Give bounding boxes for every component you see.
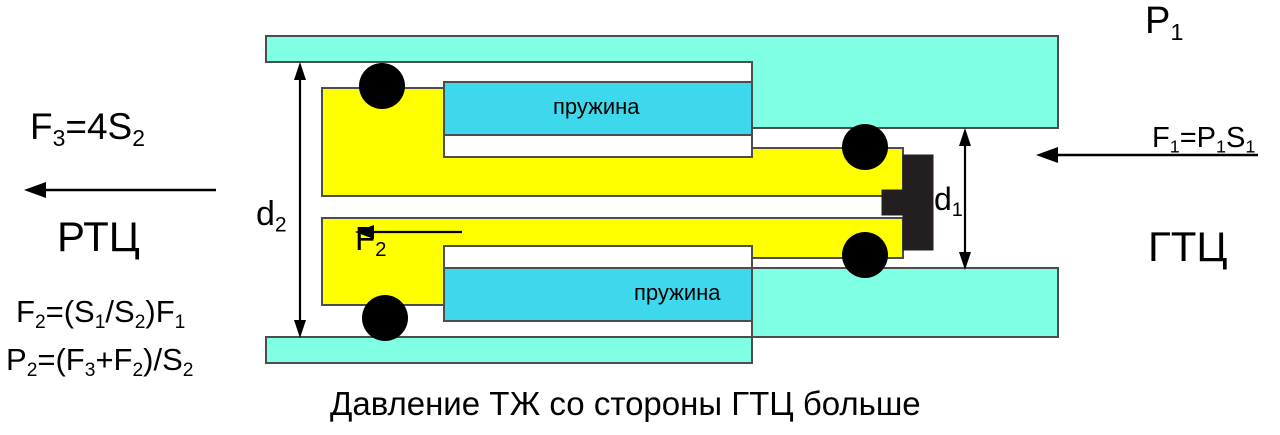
dimension-d2-arrowhead-bottom (294, 320, 306, 338)
formula-f2: F2=(S1/S2)F1 (16, 296, 185, 332)
push-rod-block-group (881, 154, 934, 251)
dimension-label-d1-base: d (934, 181, 952, 217)
spring-group (443, 81, 753, 322)
seal-top-right (842, 124, 888, 170)
body-lower-wall (265, 267, 1059, 364)
dimension-label-d1: d1 (934, 183, 963, 221)
cylinder-body-group (265, 35, 1059, 364)
dimension-label-d2: d2 (256, 197, 287, 235)
spring-label-upper: пружина (553, 94, 640, 119)
spring-lower-gap (443, 245, 753, 269)
force-label-f3-sub: 3 (52, 124, 66, 151)
spring-upper-gap (443, 134, 753, 158)
dimension-label-d1-sub: 1 (951, 198, 963, 221)
force-label-f3: F3=4S2 (30, 108, 145, 150)
force-label-f1: F1=P1S1 (1152, 122, 1256, 157)
dimension-d1-arrowhead-bottom (959, 252, 971, 270)
cylinder-name-rtc: РТЦ (57, 213, 140, 260)
seal-top-left (359, 63, 405, 109)
force-label-inner-f2-base: F (355, 220, 376, 257)
dimension-d1 (959, 128, 971, 270)
caption: Давление ТЖ со стороны ГТЦ больше (330, 385, 921, 422)
force-arrow-inner-f2-head (355, 225, 374, 239)
force-label-f3-base: F (30, 106, 53, 147)
force-arrow-left-f3 (24, 182, 216, 198)
spring-lower-block (443, 267, 753, 322)
dimension-d2 (294, 62, 306, 338)
dimension-d2-arrowhead-top (294, 62, 306, 80)
formula-p2: P2=(F3+F2)/S2 (6, 344, 193, 380)
seal-bottom-left (362, 295, 408, 341)
force-label-inner-f2-sub: 2 (375, 238, 387, 262)
force-arrow-right-f1-head (1036, 147, 1058, 163)
dimension-label-d2-base: d (256, 195, 275, 233)
force-label-inner-f2: F2 (355, 222, 387, 261)
formula-p2-text: P2=(F3+F2)/S2 (6, 342, 194, 381)
force-arrow-inner-f2 (355, 225, 462, 239)
dimension-d1-arrowhead-top (959, 128, 971, 146)
force-label-f1-text: F1=P1S1 (1152, 122, 1256, 157)
spring-label-lower: пружина (634, 280, 721, 305)
force-arrow-left-f3-head (24, 182, 46, 198)
force-label-f3-rhs: =4S (65, 106, 133, 147)
force-arrow-right-f1 (1036, 147, 1258, 163)
formula-f2-text: F2=(S1/S2)F1 (16, 294, 186, 333)
seal-bottom-right (842, 232, 888, 278)
pressure-label-p1-sub: 1 (1170, 19, 1184, 46)
push-rod-block (881, 154, 934, 251)
seal-group (359, 63, 888, 341)
cylinder-name-gtc: ГТЦ (1148, 223, 1228, 270)
dimension-label-d2-sub: 2 (274, 213, 287, 237)
force-label-f3-rhs-sub: 2 (132, 124, 146, 151)
pressure-label-p1: P1 (1145, 2, 1183, 45)
pressure-label-p1-base: P (1145, 0, 1171, 42)
body-upper-wall (265, 35, 1059, 129)
